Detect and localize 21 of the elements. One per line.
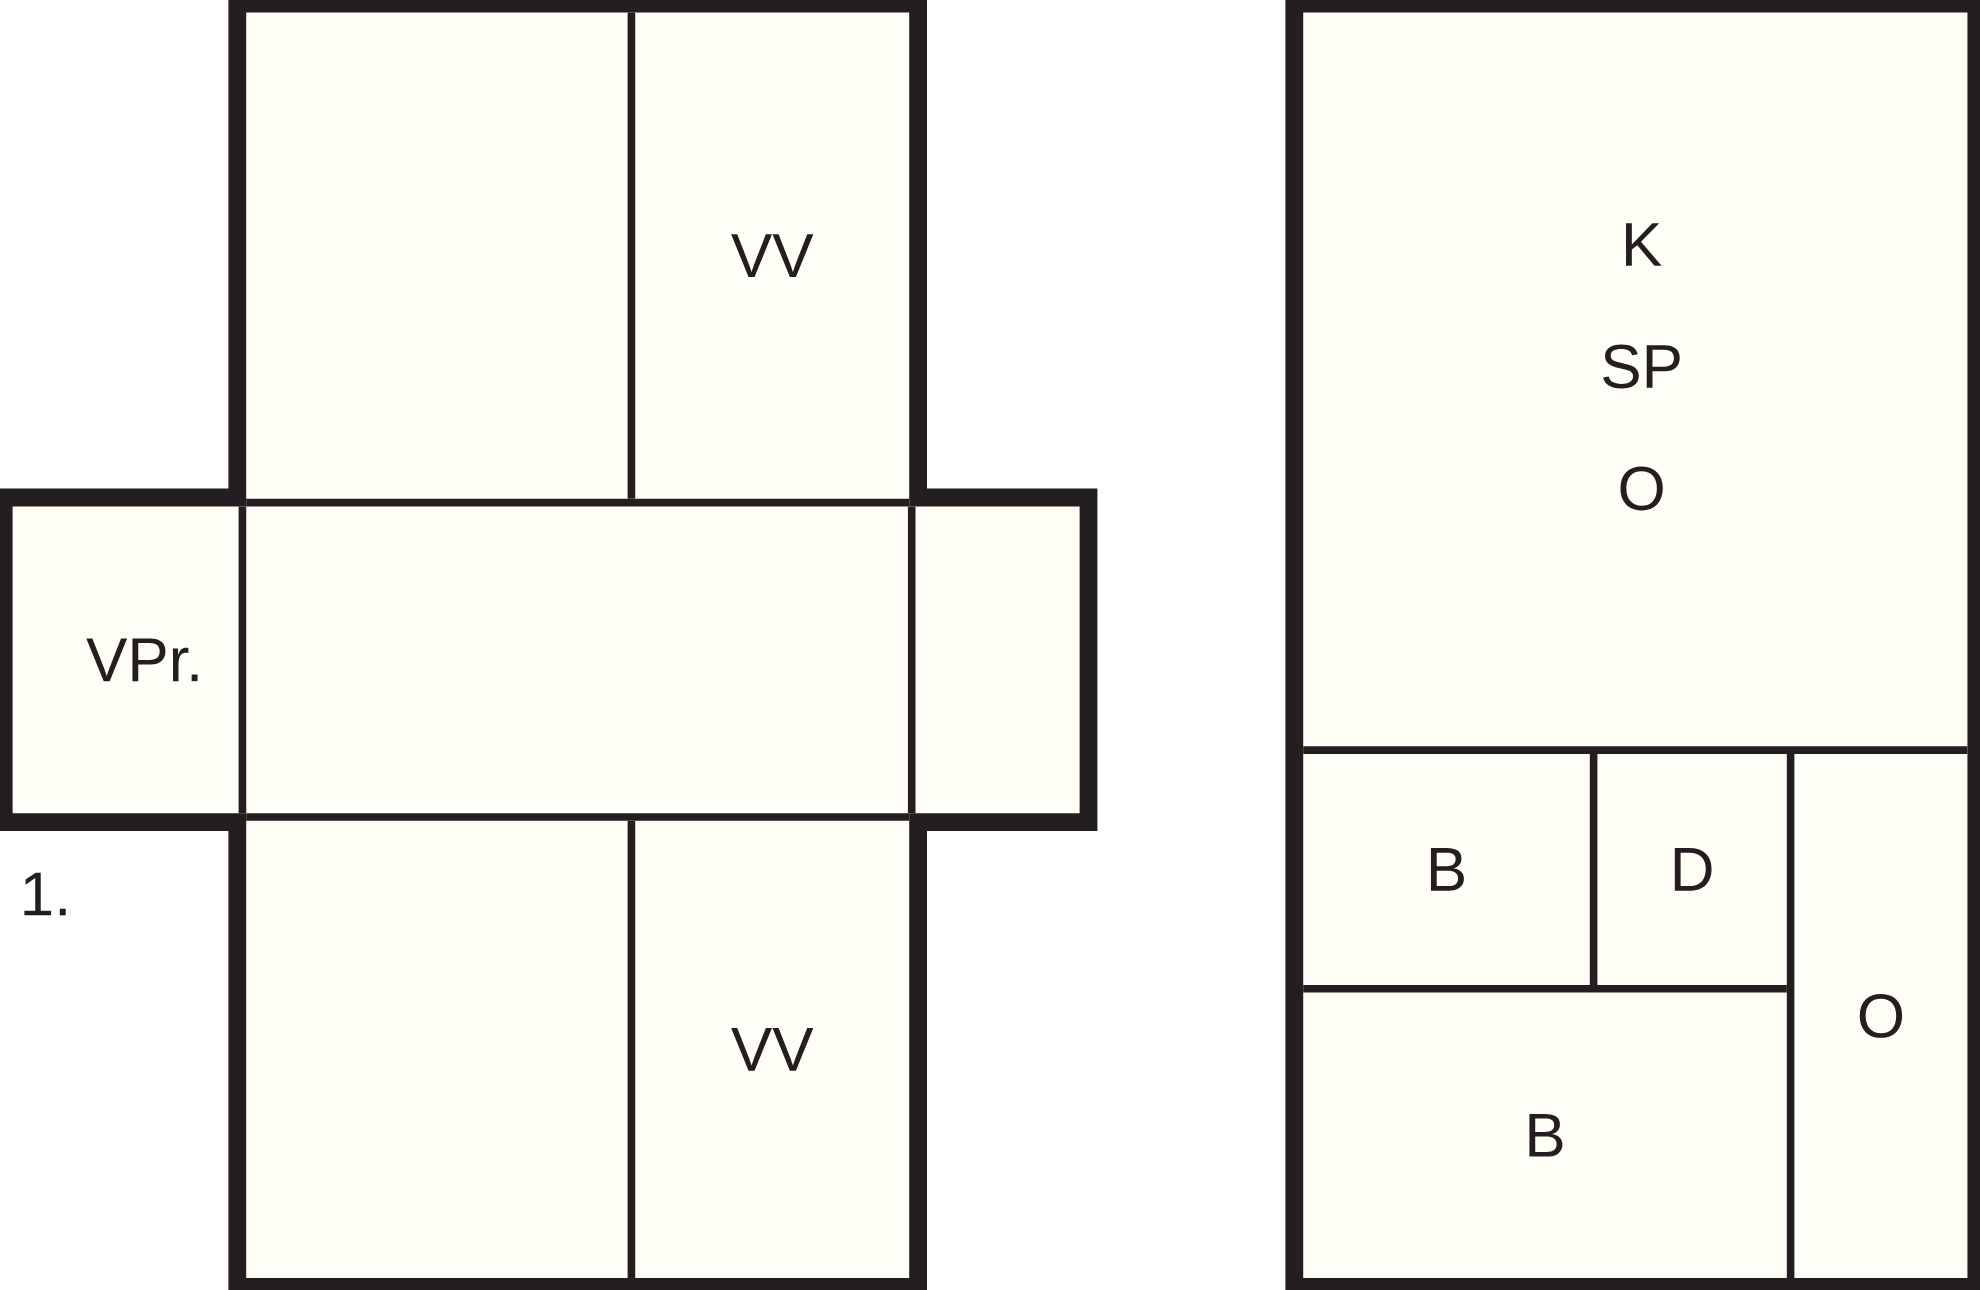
cell	[635, 820, 910, 1278]
cell	[1303, 992, 1787, 1278]
cell	[915, 506, 1080, 814]
cell-label: VV	[731, 234, 814, 278]
cell	[1303, 753, 1590, 985]
cell	[246, 506, 908, 814]
cell	[1597, 753, 1787, 985]
cell-label: VV	[731, 1028, 814, 1071]
cell-label: O	[1859, 993, 1903, 1038]
cell	[246, 12, 628, 499]
cell	[1794, 753, 1968, 1278]
cell-label: B	[1529, 1113, 1563, 1157]
cell-label: D	[1674, 848, 1712, 891]
cell-label: VPr.	[86, 638, 198, 682]
cell	[1303, 12, 1968, 747]
cell-label: K SP O	[1603, 223, 1680, 511]
cell	[635, 12, 910, 499]
cell	[12, 506, 239, 814]
cell	[246, 820, 628, 1278]
figure-number: 1.	[24, 872, 66, 916]
cell-label: B	[1430, 848, 1464, 891]
